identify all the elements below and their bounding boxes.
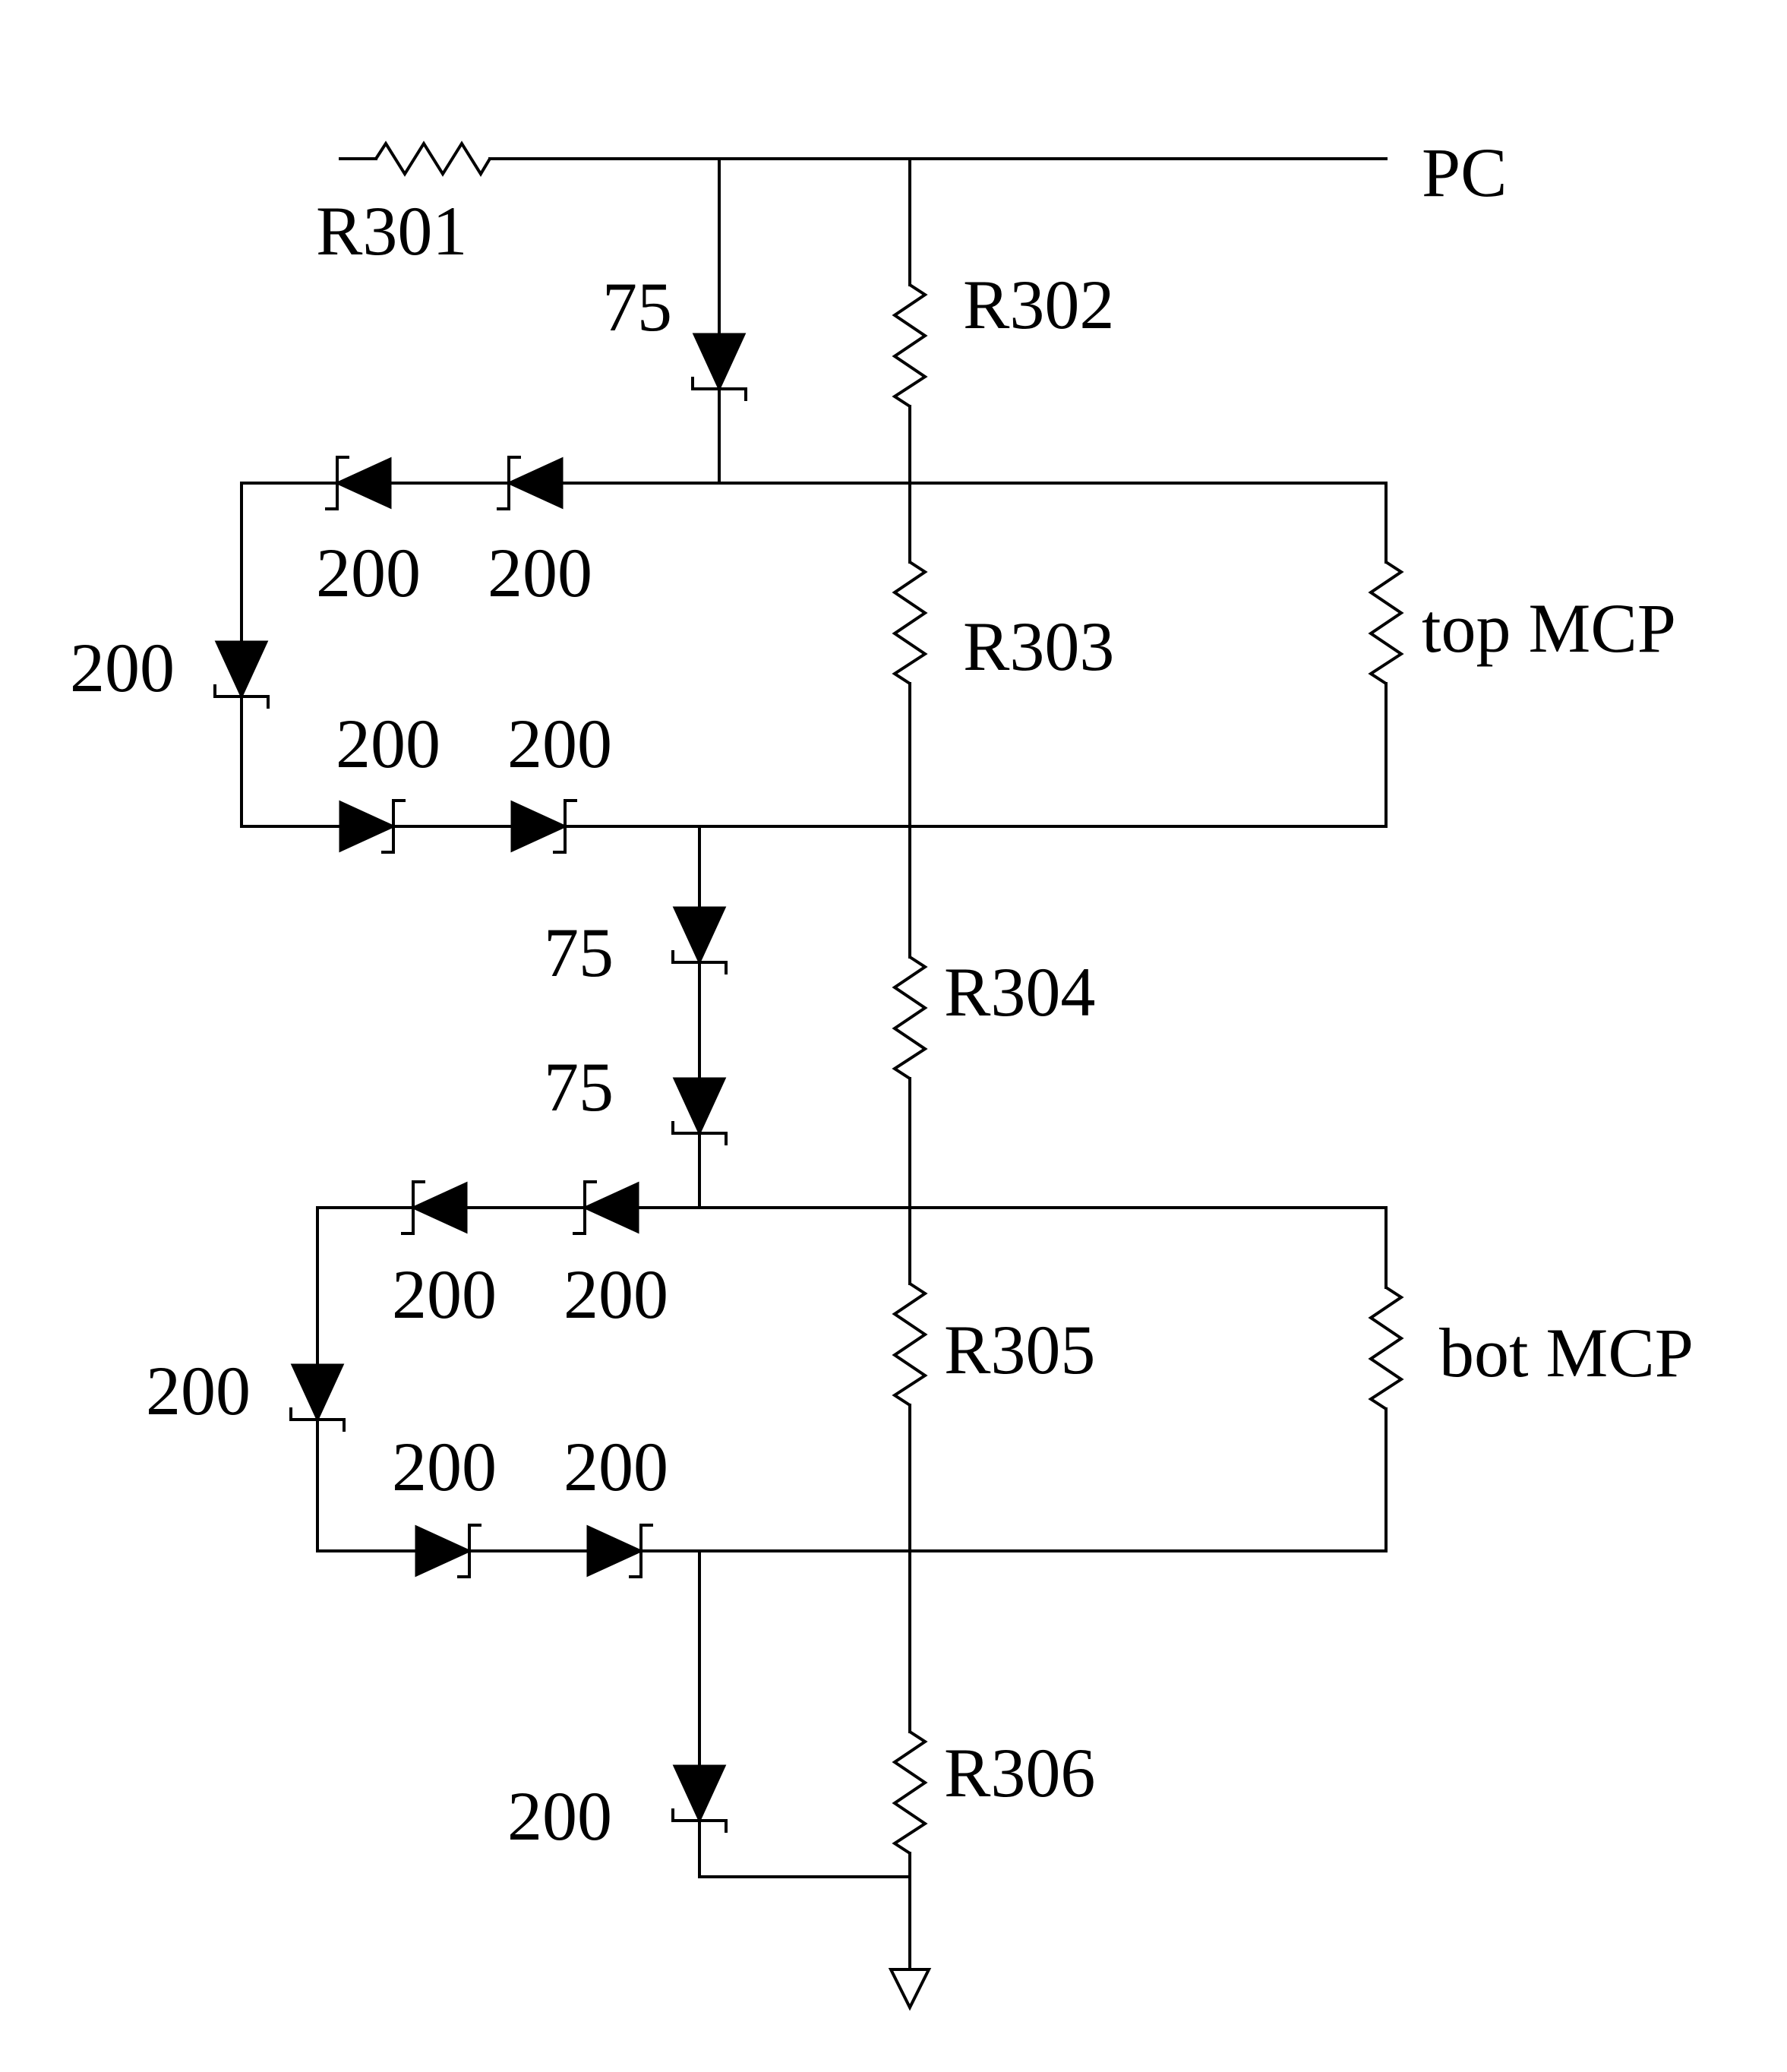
label-zener-top-lower-left: 200	[336, 705, 440, 782]
label-top-mcp: top MCP	[1422, 589, 1676, 667]
resistor-r306	[892, 1730, 928, 1855]
resistor-top-mcp	[1368, 561, 1404, 685]
label-zener-mid-75-b: 75	[544, 1048, 614, 1126]
resistor-bot-mcp	[1368, 1286, 1404, 1410]
label-zener-bot-upper-left: 200	[392, 1256, 497, 1333]
wires	[240, 157, 1388, 1971]
label-zener-bot-upper-right: 200	[564, 1256, 668, 1333]
zener-diode-icon	[573, 1180, 639, 1235]
label-r306: R306	[944, 1734, 1095, 1811]
label-r301: R301	[316, 192, 467, 270]
resistor-r303	[892, 561, 928, 685]
resistor-r302	[892, 283, 928, 408]
zener-diode-icon	[339, 799, 406, 854]
label-zener-top-upper-left: 200	[316, 534, 421, 611]
label-zener-top-upper-right: 200	[488, 534, 592, 611]
resistor-r304	[892, 955, 928, 1080]
zener-diode-icon	[671, 1077, 728, 1145]
zener-diode-icon	[325, 456, 392, 510]
zener-diode-icon	[671, 1764, 728, 1833]
label-zener-top-left: 200	[70, 629, 175, 706]
label-r305: R305	[944, 1311, 1095, 1388]
zener-diode-icon	[497, 456, 564, 510]
zener-diode-icon	[671, 906, 728, 974]
zener-diode-icon	[401, 1180, 468, 1235]
zener-diode-icon	[691, 333, 747, 401]
ground-icon	[888, 1968, 932, 2011]
label-zener-bottom: 200	[507, 1777, 612, 1855]
label-r304: R304	[944, 953, 1095, 1031]
label-zener-mid-75-a: 75	[544, 914, 614, 991]
label-zener-bot-left: 200	[146, 1352, 251, 1429]
resistor-r301	[374, 141, 491, 177]
zener-diode-icon	[415, 1524, 481, 1578]
label-zener-bot-lower-right: 200	[564, 1428, 668, 1505]
label-pc: PC	[1422, 134, 1508, 211]
label-zener-bot-lower-left: 200	[392, 1428, 497, 1505]
label-zener-top-75: 75	[602, 268, 672, 346]
resistor-r305	[892, 1282, 928, 1407]
zener-diode-icon	[213, 640, 270, 709]
zener-diode-icon	[289, 1363, 346, 1432]
zener-diode-icon	[586, 1524, 653, 1578]
label-zener-top-lower-right: 200	[507, 705, 612, 782]
zener-diode-icon	[510, 799, 577, 854]
label-r303: R303	[963, 608, 1114, 685]
label-bot-mcp: bot MCP	[1439, 1314, 1694, 1391]
label-r302: R302	[963, 266, 1114, 343]
